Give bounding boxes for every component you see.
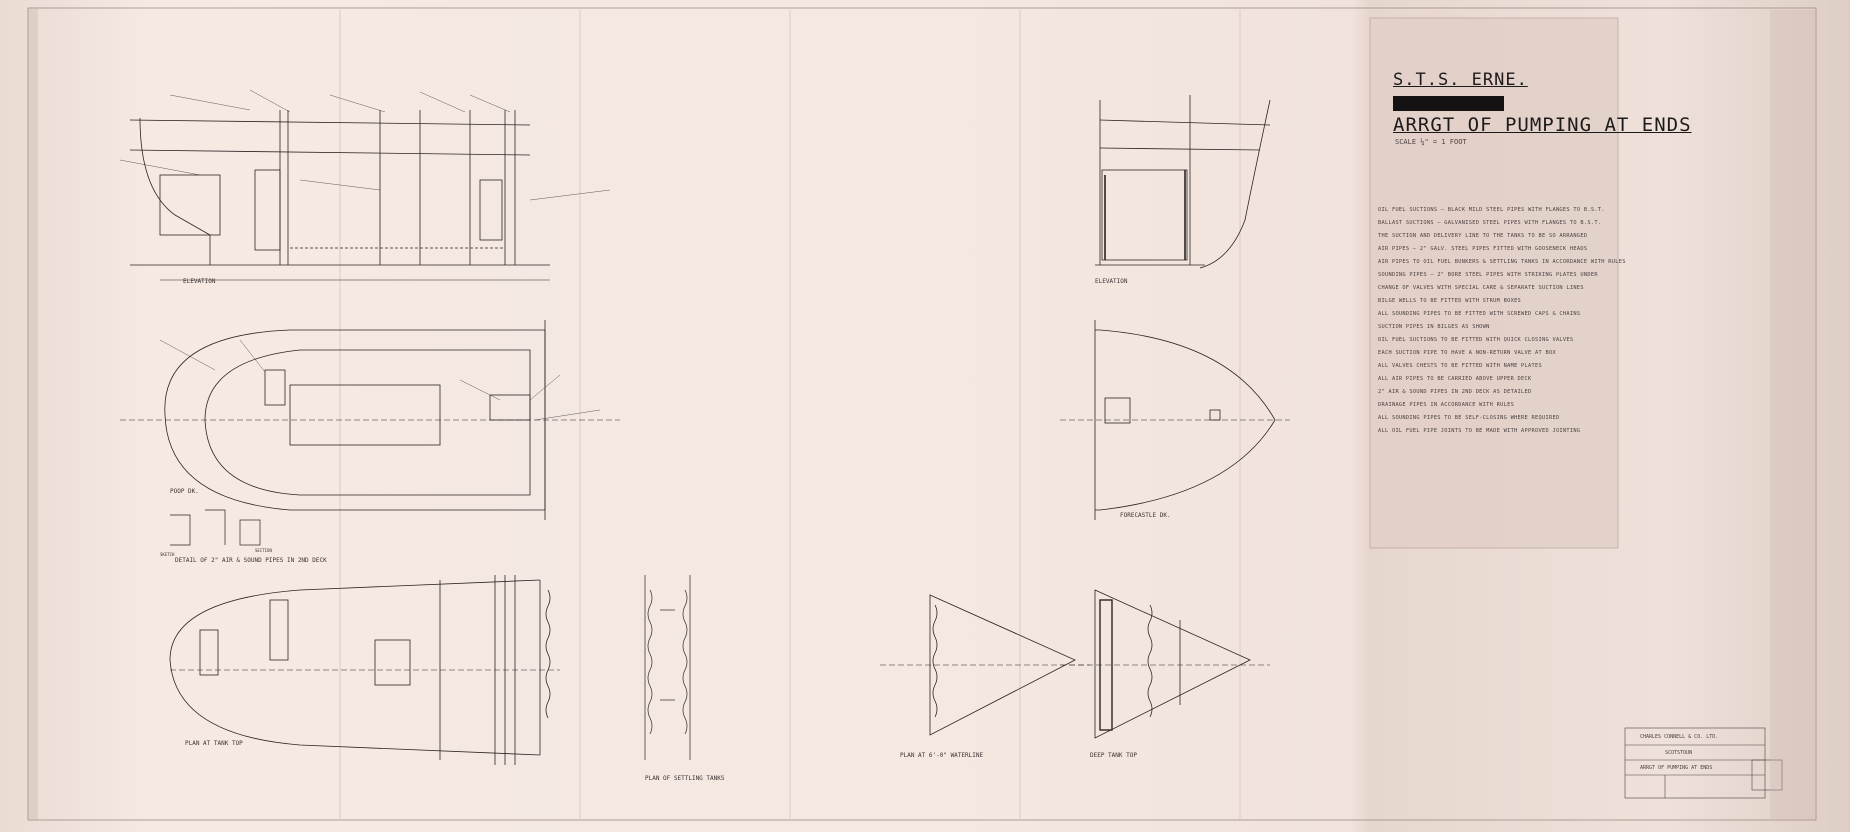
poop-deck-plan: [120, 320, 620, 520]
note-line: OIL FUEL SUCTIONS — BLACK MILD STEEL PIP…: [1378, 207, 1605, 213]
waterline-plan: [880, 594, 1090, 736]
note-line: EACH SUCTION PIPE TO HAVE A NON-RETURN V…: [1378, 350, 1556, 356]
sheet-border: [27, 7, 1817, 821]
label-forecastle-deck: FORECASTLE DK.: [1120, 512, 1171, 519]
label-sketch: SKETCH: [160, 552, 175, 557]
note-line: THE SUCTION AND DELIVERY LINE TO THE TAN…: [1378, 233, 1588, 239]
title-block: [1624, 727, 1783, 799]
drawing-scale: SCALE ¼" = 1 FOOT: [1395, 138, 1467, 146]
label-section: SECTION: [255, 548, 272, 553]
note-line: DRAINAGE PIPES IN ACCORDANCE WITH RULES: [1378, 402, 1515, 408]
note-line: ALL AIR PIPES TO BE CARRIED ABOVE UPPER …: [1378, 376, 1532, 382]
note-line: AIR PIPES — 2" GALV. STEEL PIPES FITTED …: [1378, 246, 1588, 252]
label-elevation-fwd: ELEVATION: [1095, 278, 1128, 285]
note-line: CHANGE OF VALVES WITH SPECIAL CARE & SEP…: [1378, 285, 1584, 291]
drawing-title: ARRGT OF PUMPING AT ENDS: [1393, 114, 1692, 136]
poop-leaders: [159, 339, 601, 421]
ship-name: S.T.S. ERNE.: [1393, 70, 1528, 90]
label-settling-tanks: PLAN OF SETTLING TANKS: [645, 775, 725, 782]
label-poop-deck: POOP DK.: [170, 488, 199, 495]
label-deep-tank-top: DEEP TANK TOP: [1090, 752, 1137, 759]
label-tank-top: PLAN AT TANK TOP: [185, 740, 243, 747]
label-elevation-aft: ELEVATION: [183, 278, 216, 285]
label-detail: DETAIL OF 2" AIR & SOUND PIPES IN 2ND DE…: [175, 557, 327, 564]
note-line: ALL OIL FUEL PIPE JOINTS TO BE MADE WITH…: [1378, 428, 1581, 434]
note-line: SUCTION PIPES IN BILGES AS SHOWN: [1378, 324, 1490, 330]
note-line: ALL SOUNDING PIPES TO BE FITTED WITH SCR…: [1378, 311, 1581, 317]
label-waterline: PLAN AT 6'-0" WATERLINE: [900, 752, 984, 759]
forecastle-deck-plan: [1060, 320, 1290, 520]
note-line: BALLAST SUCTIONS — GALVANISED STEEL PIPE…: [1378, 220, 1602, 226]
redaction-bar: [1393, 96, 1504, 111]
elevation-fwd: [1095, 95, 1271, 269]
title-block-place: SCOTSTOUN: [1665, 750, 1693, 756]
title-block-builder: CHARLES CONNELL & CO. LTD.: [1640, 734, 1719, 740]
note-line: ALL SOUNDING PIPES TO BE SELF-CLOSING WH…: [1378, 415, 1560, 421]
title-block-drawing: ARRGT OF PUMPING AT ENDS: [1640, 765, 1713, 771]
settling-tanks-plan: [644, 575, 691, 760]
tank-top-plan: [169, 575, 560, 765]
aft-elevation-leaders: [119, 89, 611, 201]
note-line: ALL VALVES CHESTS TO BE FITTED WITH NAME…: [1378, 363, 1542, 369]
note-line: BILGE WELLS TO BE FITTED WITH STRUM BOXE…: [1378, 298, 1522, 304]
note-line: 2" AIR & SOUND PIPES IN 2ND DECK AS DETA…: [1378, 389, 1532, 395]
deep-tank-top-plan: [1060, 589, 1270, 739]
note-line: AIR PIPES TO OIL FUEL BUNKERS & SETTLING…: [1378, 259, 1626, 265]
detail-sketch: [170, 509, 261, 546]
note-line: SOUNDING PIPES — 2" BORE STEEL PIPES WIT…: [1378, 272, 1598, 278]
elevation-aft: [129, 110, 550, 281]
note-line: OIL FUEL SUCTIONS TO BE FITTED WITH QUIC…: [1378, 337, 1574, 343]
